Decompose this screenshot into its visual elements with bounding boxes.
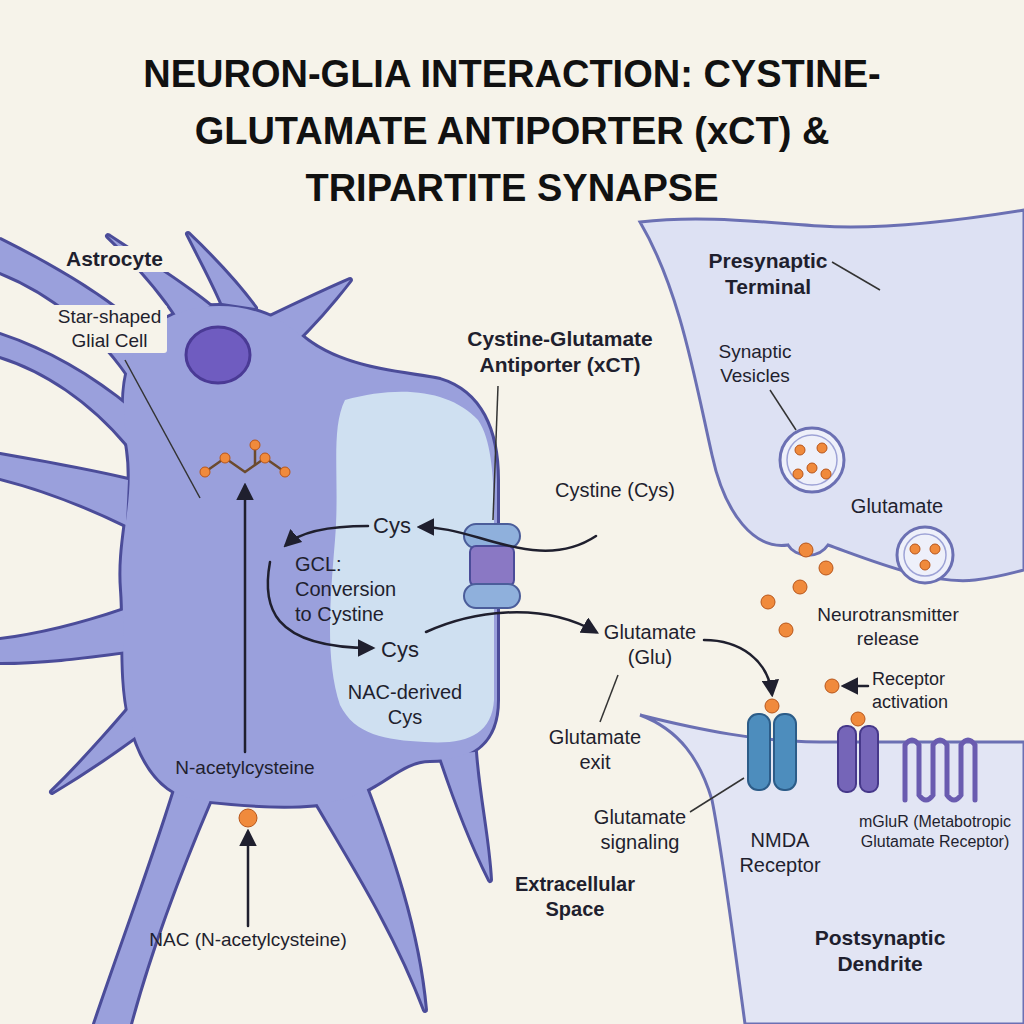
glutamate-dot: [825, 679, 839, 693]
flow-arrow: [420, 527, 596, 551]
postsynaptic-dendrite: [640, 715, 1024, 1024]
glutamate-dot: [761, 595, 775, 609]
flow-arrow: [244, 486, 247, 752]
glutamate-dot: [817, 443, 827, 453]
molecule-label: Cystine (Cys): [550, 478, 680, 503]
glutamate-dot: [807, 463, 817, 473]
atom: [220, 453, 230, 463]
title: NEURON-GLIA INTERACTION: CYSTINE-GLUTAMA…: [112, 46, 912, 217]
nmda-receptor: [748, 714, 770, 790]
vesicle-inner: [787, 435, 837, 485]
vesicle: [780, 428, 844, 492]
leader-line: [493, 386, 498, 520]
part-name: Synaptic Vesicles: [695, 340, 815, 388]
astrocyte-body: [0, 234, 497, 1024]
mglur-receptor: [905, 740, 975, 800]
glutamate-dot: [793, 580, 807, 594]
nmda-receptor: [774, 714, 796, 790]
glutamate-dot: [930, 544, 940, 554]
flow-arrow: [844, 685, 868, 688]
leader-line: [600, 675, 618, 722]
molecule-label: Cys: [375, 636, 425, 664]
part-name: mGluR (Metabotropic Glutamate Receptor): [850, 812, 1020, 852]
molecule-label: Cys: [367, 512, 417, 540]
process-label: Neurotransmitter release: [803, 603, 973, 651]
vesicle-inner: [904, 534, 946, 576]
molecule-label: NAC-derived Cys: [343, 680, 468, 730]
transporter-part: [470, 546, 514, 586]
molecule-label: Glutamate: [847, 494, 947, 519]
astrocyte-outline: [0, 234, 497, 1024]
presynaptic-terminal: [640, 210, 1024, 581]
molecule-label: N-acetylcysteine: [160, 756, 330, 780]
glutamate-dot: [795, 445, 805, 455]
glutamate-dot: [851, 712, 865, 726]
flow-arrow: [247, 832, 250, 926]
atom: [260, 453, 270, 463]
nucleus: [186, 327, 250, 383]
glutamate-dot: [793, 469, 803, 479]
flow-arrow: [704, 640, 772, 694]
part-name: Cystine-Glutamate Antiporter (xCT): [450, 326, 670, 379]
nac-molecule: [239, 809, 257, 827]
cell-description: Star-shaped Glial Cell: [52, 305, 167, 353]
cell-name: Postsynaptic Dendrite: [795, 925, 965, 978]
atom: [250, 440, 260, 450]
process-label: Glutamate exit: [545, 725, 645, 775]
glutamate-dot: [819, 561, 833, 575]
region-name: Extracellular Space: [500, 872, 650, 922]
cell-name: Astrocyte: [66, 246, 186, 272]
leader-line: [690, 778, 744, 812]
molecule-label: Glutamate (Glu): [595, 620, 705, 670]
glutamate-dot: [779, 623, 793, 637]
glutamate-dot: [765, 699, 779, 713]
molecule-label: NAC (N-acetylcysteine): [148, 928, 348, 952]
process-label: Glutamate signaling: [590, 805, 690, 855]
process-label: Receptor activation: [872, 668, 972, 713]
leader-line: [125, 360, 200, 498]
flow-arrow: [286, 526, 368, 545]
drawing-part: [125, 262, 880, 812]
flow-arrow: [426, 612, 596, 632]
process-label: GCL: Conversion to Cystine: [295, 552, 410, 627]
glutamate-dot: [910, 544, 920, 554]
receptor: [860, 726, 878, 792]
transporter-part: [464, 584, 520, 608]
vesicle: [897, 527, 953, 583]
receptor: [838, 726, 856, 792]
glutamate-dot: [799, 543, 813, 557]
part-name: NMDA Receptor: [730, 828, 830, 878]
glutamate-dot: [920, 560, 930, 570]
atom: [200, 467, 210, 477]
cell-name: Presynaptic Terminal: [683, 248, 853, 301]
atom: [280, 467, 290, 477]
leader-line: [770, 390, 796, 430]
molecule-bonds: [205, 458, 285, 472]
leader-line: [832, 262, 880, 290]
glutamate-dot: [821, 469, 831, 479]
drawing-part: [245, 486, 868, 926]
